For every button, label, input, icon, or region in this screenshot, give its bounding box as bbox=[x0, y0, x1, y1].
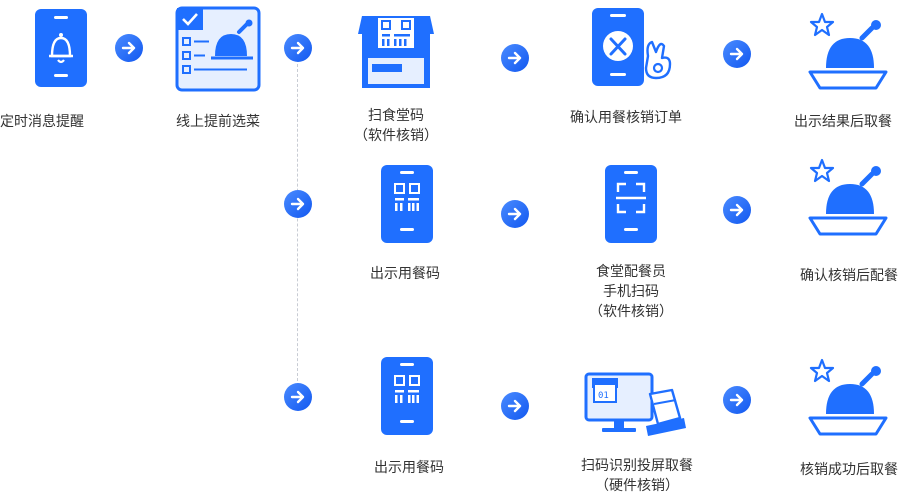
step-label: 确认用餐核销订单 bbox=[570, 110, 682, 126]
phone-bell-icon bbox=[34, 8, 88, 92]
food-dome-icon bbox=[804, 156, 890, 242]
phone-scan-icon bbox=[604, 164, 658, 248]
step-label: 出示用餐码 bbox=[374, 460, 444, 476]
arrow-right-icon bbox=[284, 383, 312, 411]
arrow-right-icon bbox=[723, 40, 751, 68]
phone-qr-icon bbox=[380, 164, 434, 248]
step-label: 线上提前选菜 bbox=[176, 114, 260, 130]
step-label: 出示结果后取餐 bbox=[794, 114, 892, 130]
arrow-right-icon bbox=[501, 44, 529, 72]
canteen-qr-icon bbox=[356, 12, 436, 94]
arrow-right-icon bbox=[501, 200, 529, 228]
step-label: 扫食堂码 （软件核销） bbox=[354, 108, 438, 144]
arrow-right-icon bbox=[284, 190, 312, 218]
food-dome-icon bbox=[804, 10, 890, 96]
step-label: 食堂配餐员 手机扫码 （软件核销） bbox=[589, 264, 673, 320]
arrow-right-icon bbox=[115, 34, 143, 62]
step-label: 定时消息提醒 bbox=[0, 114, 84, 130]
arrow-right-icon bbox=[723, 196, 751, 224]
arrow-right-icon bbox=[284, 34, 312, 62]
phone-qr-icon bbox=[380, 356, 434, 440]
step-label: 确认核销后配餐 bbox=[800, 268, 898, 284]
arrow-right-icon bbox=[501, 392, 529, 420]
step-label: 扫码识别投屏取餐 （硬件核销） bbox=[581, 458, 693, 494]
arrow-right-icon bbox=[723, 386, 751, 414]
food-dome-icon bbox=[804, 356, 890, 442]
step-label: 出示用餐码 bbox=[370, 266, 440, 282]
scanner-screen-icon: 01 bbox=[584, 370, 688, 444]
branch-connector-line bbox=[297, 64, 298, 386]
menu-checklist-icon bbox=[175, 6, 261, 96]
phone-dining-icon bbox=[590, 6, 680, 94]
step-label: 核销成功后取餐 bbox=[800, 462, 898, 478]
svg-text:01: 01 bbox=[598, 391, 609, 401]
